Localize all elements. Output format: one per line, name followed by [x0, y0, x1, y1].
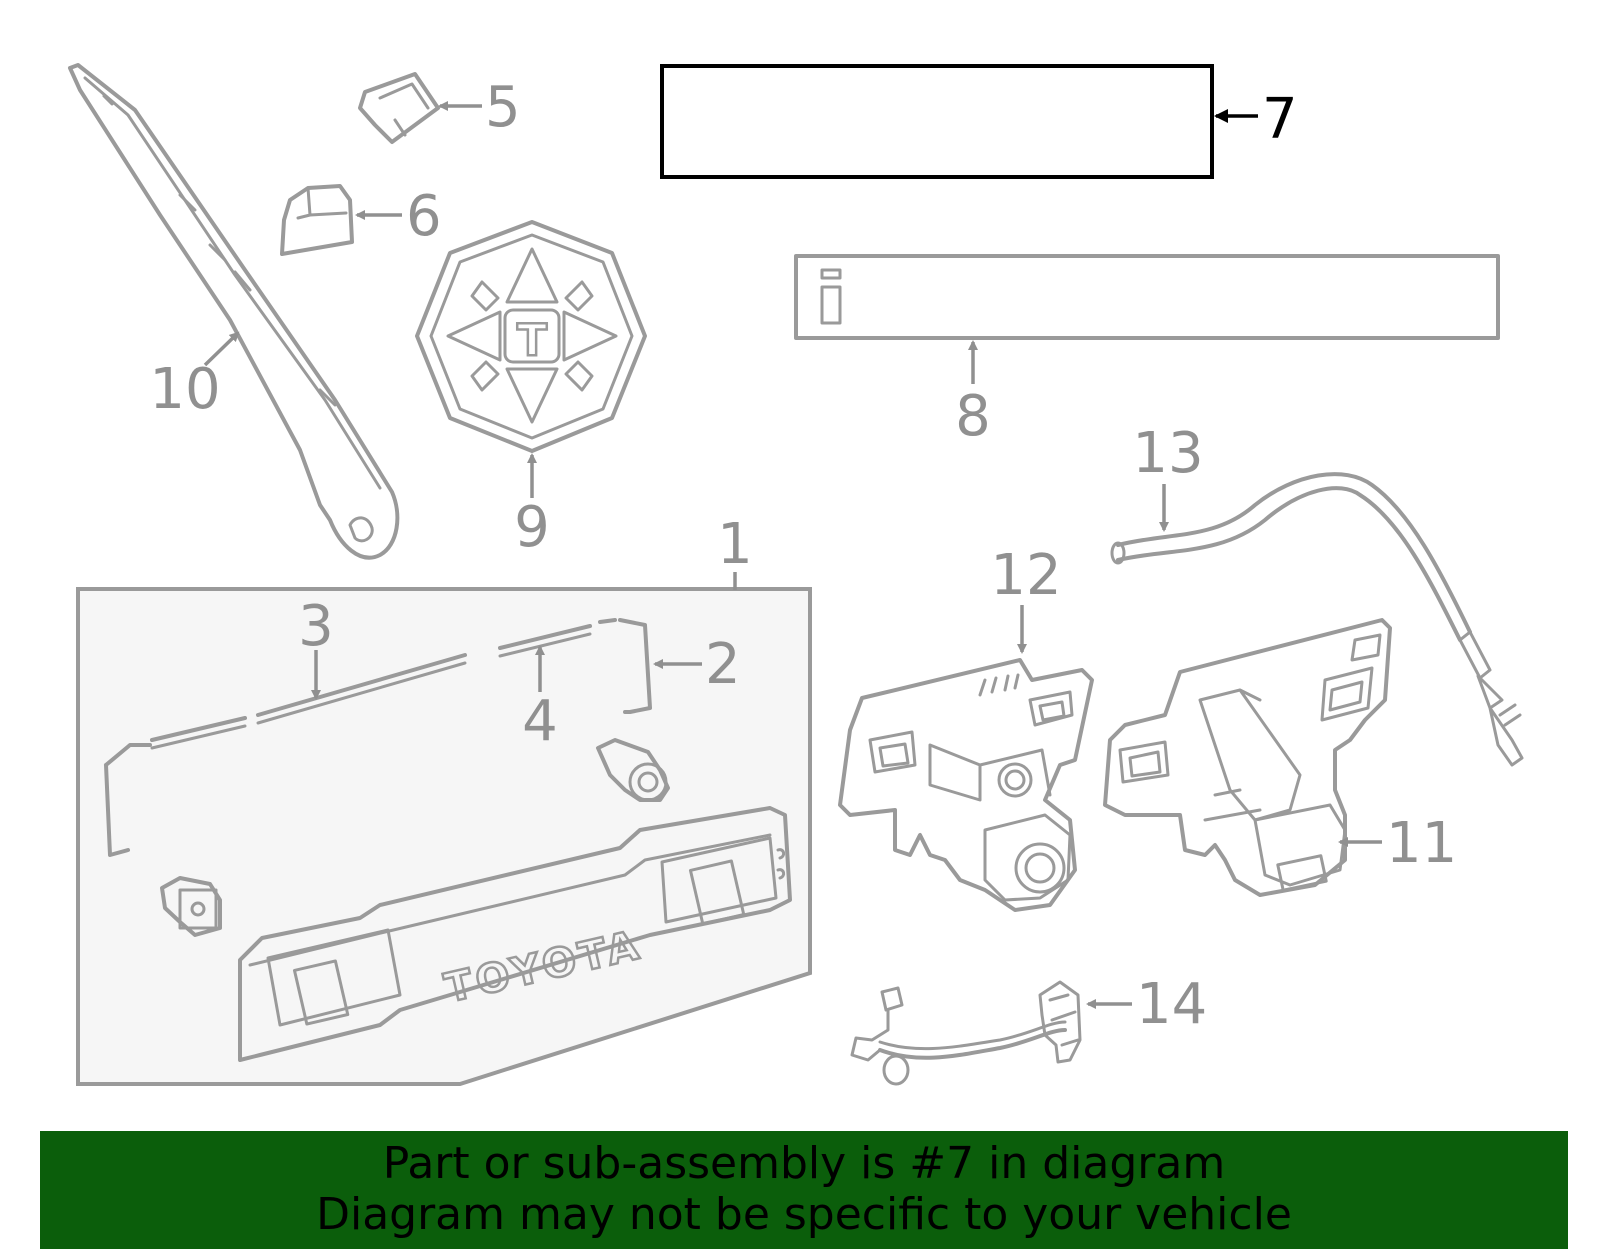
- callout-8: 8: [955, 384, 991, 449]
- callout-1: 1: [717, 512, 753, 577]
- callout-7: 7: [1262, 87, 1298, 152]
- camera-part-11: [1103, 618, 1392, 897]
- clip-part: [358, 72, 440, 144]
- callout-5: 5: [485, 75, 521, 140]
- callout-labels: 1 2 3 4 5 6 7 8 9 10 11 12 13 14: [149, 75, 1457, 1037]
- callout-14: 14: [1136, 972, 1207, 1037]
- callout-6: 6: [406, 184, 442, 249]
- banner-line-2: Diagram may not be specific to your vehi…: [316, 1189, 1292, 1240]
- fastener-clip-upper: [596, 738, 670, 802]
- wiper-arm-part: [68, 63, 400, 560]
- callout-4: 4: [522, 689, 558, 754]
- part-7-outline: [660, 64, 1214, 179]
- callout-10: 10: [149, 357, 220, 422]
- callout-9: 9: [514, 495, 550, 560]
- camera-bracket-part-12: [838, 658, 1094, 912]
- callout-13: 13: [1132, 421, 1203, 486]
- callout-3: 3: [298, 594, 334, 659]
- strip-part-8: [794, 254, 1500, 340]
- callout-12: 12: [990, 543, 1061, 608]
- fastener-clip-lower: [160, 876, 222, 937]
- emblem-part: T: [415, 220, 647, 453]
- callout-leaders: [203, 101, 1382, 1009]
- emblem-letter: T: [517, 315, 547, 366]
- seal-strips-part: [104, 618, 652, 857]
- cable-part-13: [1110, 472, 1524, 767]
- cap-part: [280, 184, 354, 256]
- callout-2: 2: [705, 632, 741, 697]
- banner-line-1: Part or sub-assembly is #7 in diagram: [382, 1138, 1226, 1189]
- info-banner: Part or sub-assembly is #7 in diagram Di…: [40, 1131, 1568, 1249]
- harness-part-14: [850, 980, 1082, 1086]
- callout-11: 11: [1386, 811, 1457, 876]
